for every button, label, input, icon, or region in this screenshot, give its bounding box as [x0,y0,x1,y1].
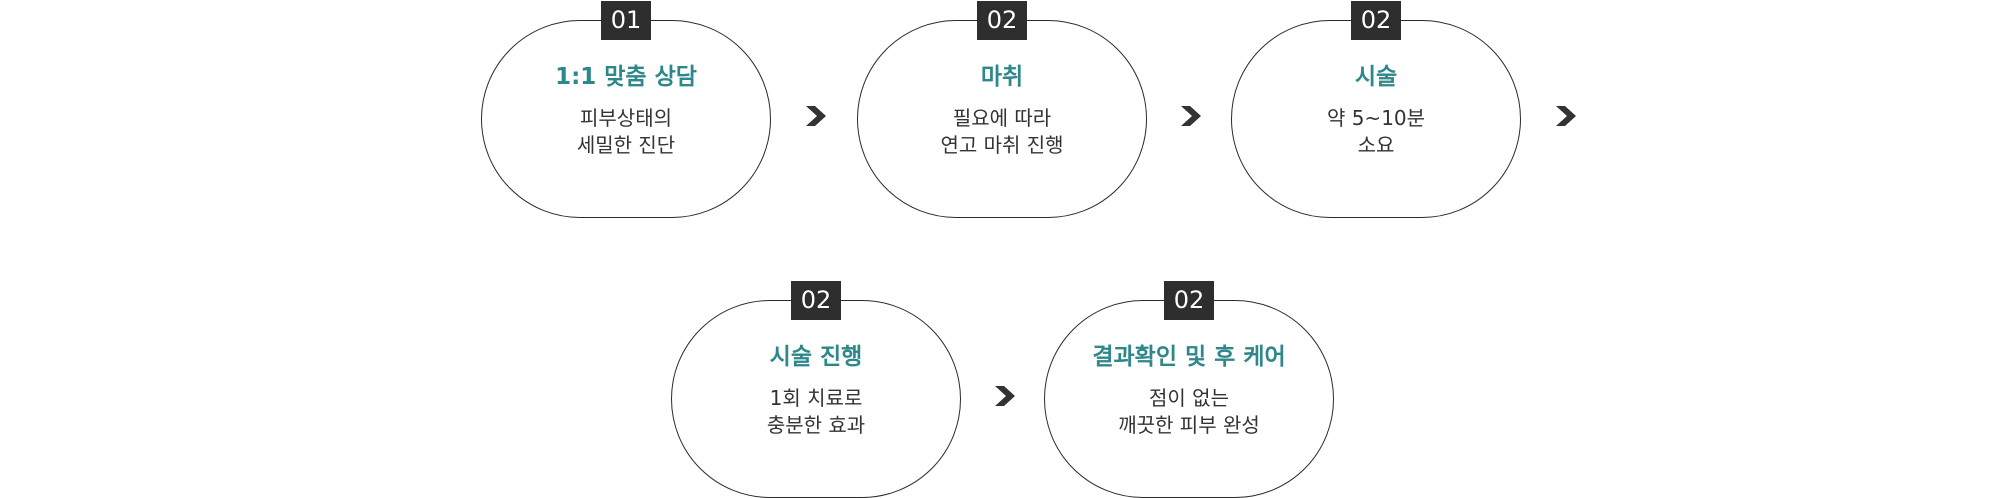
step-1-consultation: 01 1:1 맞춤 상담 피부상태의 세밀한 진단 [481,1,771,218]
step-description-line: 필요에 따라 [952,106,1052,130]
step-title: 1:1 맞춤 상담 [555,64,697,90]
step-5-aftercare: 02 결과확인 및 후 케어 점이 없는 깨끗한 피부 완성 [1044,281,1334,498]
step-2-anesthesia: 02 마취 필요에 따라 연고 마취 진행 [857,1,1147,218]
step-number-badge: 02 [1351,1,1401,40]
step-description-line: 1회 치료로 [769,386,863,410]
step-description-line: 소요 [1357,133,1395,157]
chevron-right-icon [1553,103,1579,129]
chevron-right-icon [1178,103,1204,129]
step-description-line: 약 5~10분 [1326,106,1426,130]
step-description-line: 점이 없는 [1149,386,1229,410]
step-title: 결과확인 및 후 케어 [1092,344,1286,370]
step-number-badge: 02 [791,281,841,320]
step-description: 피부상태의 세밀한 진단 [482,105,770,159]
step-number-badge: 02 [977,1,1027,40]
step-description-line: 깨끗한 피부 완성 [1118,413,1260,437]
step-4-treatment: 02 시술 진행 1회 치료로 충분한 효과 [671,281,961,498]
step-description-line: 연고 마취 진행 [940,133,1064,157]
step-description-line: 충분한 효과 [766,413,866,437]
step-description: 1회 치료로 충분한 효과 [672,385,960,439]
step-title: 마취 [980,64,1024,90]
step-description: 약 5~10분 소요 [1232,105,1520,159]
step-description-line: 피부상태의 [580,106,672,130]
step-title: 시술 진행 [769,344,863,370]
step-3-procedure: 02 시술 약 5~10분 소요 [1231,1,1521,218]
chevron-right-icon [992,383,1018,409]
step-description: 필요에 따라 연고 마취 진행 [858,105,1146,159]
step-description: 점이 없는 깨끗한 피부 완성 [1045,385,1333,439]
step-number-badge: 02 [1164,281,1214,320]
chevron-right-icon [803,103,829,129]
step-description-line: 세밀한 진단 [576,133,676,157]
step-number-badge: 01 [601,1,651,40]
step-title: 시술 [1354,64,1398,90]
